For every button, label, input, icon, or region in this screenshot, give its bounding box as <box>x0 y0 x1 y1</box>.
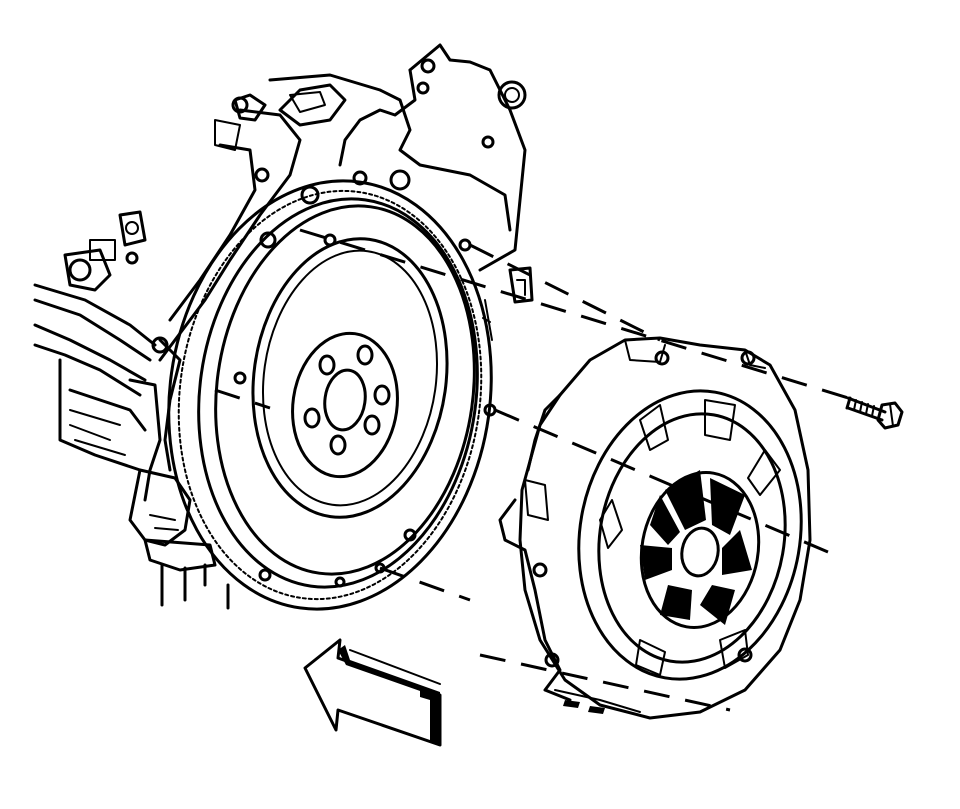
pressure-plate <box>498 336 812 720</box>
flywheel <box>167 179 497 611</box>
direction-arrow <box>303 638 442 747</box>
hex-bolt <box>845 396 904 430</box>
diaphragm-fingers <box>640 470 752 625</box>
alignment-lines <box>214 228 856 712</box>
engine-block <box>33 43 534 610</box>
